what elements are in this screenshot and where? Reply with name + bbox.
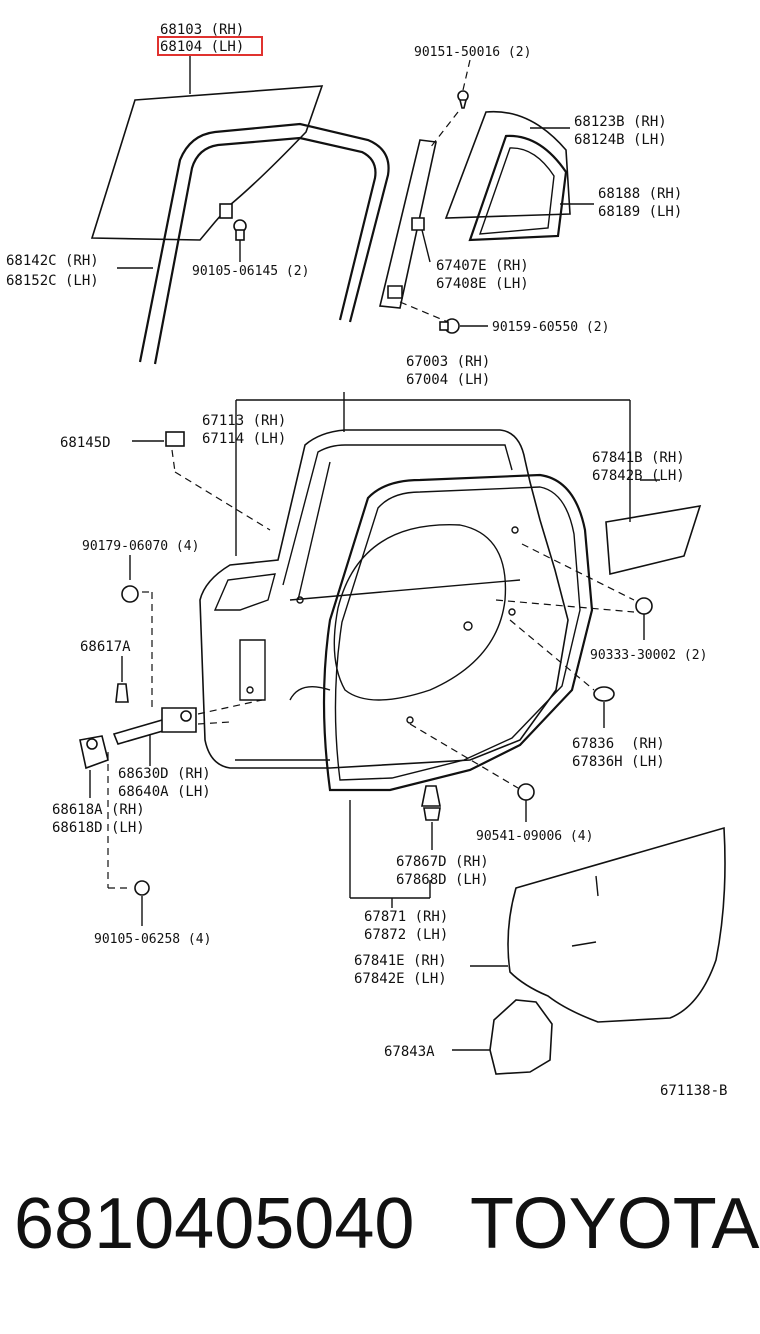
- label-67842b: 67842B (LH): [592, 468, 685, 484]
- door-check[interactable]: [112, 707, 197, 766]
- brand-name: TOYOTA: [470, 1184, 760, 1264]
- label-90333: 90333-30002 (2): [590, 648, 707, 663]
- door-glass[interactable]: [90, 56, 324, 241]
- highlight-box: [157, 36, 263, 56]
- label-90179: 90179-06070 (4): [82, 539, 199, 554]
- label-67836h: 67836H (LH): [572, 754, 665, 770]
- label-68617: 68617A: [80, 639, 131, 655]
- bolt-90179-06070[interactable]: [121, 555, 139, 603]
- label-90541: 90541-09006 (4): [476, 829, 593, 844]
- bolt-90105-06145[interactable]: [219, 203, 247, 262]
- label-67407: 67407E (RH): [436, 258, 529, 274]
- label-68618d: 68618D (LH): [52, 820, 145, 836]
- label-68152: 68152C (LH): [6, 273, 99, 289]
- part-labels: 68103 (RH) 68104 (LH) 90151-50016 (2) 68…: [6, 22, 727, 1099]
- clip-67867D[interactable]: [421, 785, 441, 850]
- grommet-67836[interactable]: [593, 686, 615, 728]
- label-67114: 67114 (LH): [202, 431, 286, 447]
- quarter-glass[interactable]: [444, 110, 571, 219]
- label-67871: 67871 (RH): [364, 909, 448, 925]
- label-68124: 68124B (LH): [574, 132, 667, 148]
- bolt-90105-06258[interactable]: [134, 880, 150, 926]
- label-67003: 67003 (RH): [406, 354, 490, 370]
- label-67836: 67836 (RH): [572, 736, 665, 752]
- label-67841e: 67841E (RH): [354, 953, 447, 969]
- label-90105b: 90105-06258 (4): [94, 932, 211, 947]
- label-68188: 68188 (RH): [598, 186, 682, 202]
- part-number: 6810405040: [14, 1184, 415, 1264]
- label-90151: 90151-50016 (2): [414, 45, 531, 60]
- label-67868: 67868D (LH): [396, 872, 489, 888]
- door-weatherstrip[interactable]: [322, 473, 594, 792]
- label-68640: 68640A (LH): [118, 784, 211, 800]
- label-67841b: 67841B (RH): [592, 450, 685, 466]
- label-90159: 90159-60550 (2): [492, 320, 609, 335]
- service-hole-cover[interactable]: [605, 479, 702, 575]
- bumper-68145D[interactable]: [132, 431, 185, 447]
- label-68103: 68103 (RH): [160, 22, 244, 38]
- hinge-68618A[interactable]: [79, 735, 109, 798]
- label-68123: 68123B (RH): [574, 114, 667, 130]
- label-90105a: 90105-06145 (2): [192, 264, 309, 279]
- quarter-weatherstrip[interactable]: [468, 134, 594, 242]
- label-68104: 68104 (LH): [160, 39, 244, 55]
- label-68618a: 68618A (RH): [52, 802, 145, 818]
- diagram-ref-code: 671138-B: [660, 1083, 727, 1099]
- leader-lines: [235, 392, 631, 908]
- screw-90159-60550[interactable]: [399, 301, 488, 334]
- screw-90151-50016[interactable]: [429, 59, 471, 149]
- pin-68617A[interactable]: [115, 656, 129, 703]
- label-67408: 67408E (LH): [436, 276, 529, 292]
- label-67872: 67872 (LH): [364, 927, 448, 943]
- label-67867: 67867D (RH): [396, 854, 489, 870]
- door-panel[interactable]: [199, 429, 569, 769]
- label-68189: 68189 (LH): [598, 204, 682, 220]
- cap-90541-09006[interactable]: [517, 783, 535, 822]
- pad-67843A[interactable]: [452, 999, 553, 1075]
- label-67113: 67113 (RH): [202, 413, 286, 429]
- glass-run-channel[interactable]: [117, 122, 390, 365]
- label-67843: 67843A: [384, 1044, 435, 1060]
- weather-sheet[interactable]: [470, 826, 726, 1023]
- label-67842e: 67842E (LH): [354, 971, 447, 987]
- division-bar[interactable]: [379, 139, 437, 309]
- clip-90333-30002[interactable]: [635, 597, 653, 640]
- label-68142: 68142C (RH): [6, 253, 99, 269]
- label-68630: 68630D (RH): [118, 766, 211, 782]
- label-68145: 68145D: [60, 435, 111, 451]
- label-67004: 67004 (LH): [406, 372, 490, 388]
